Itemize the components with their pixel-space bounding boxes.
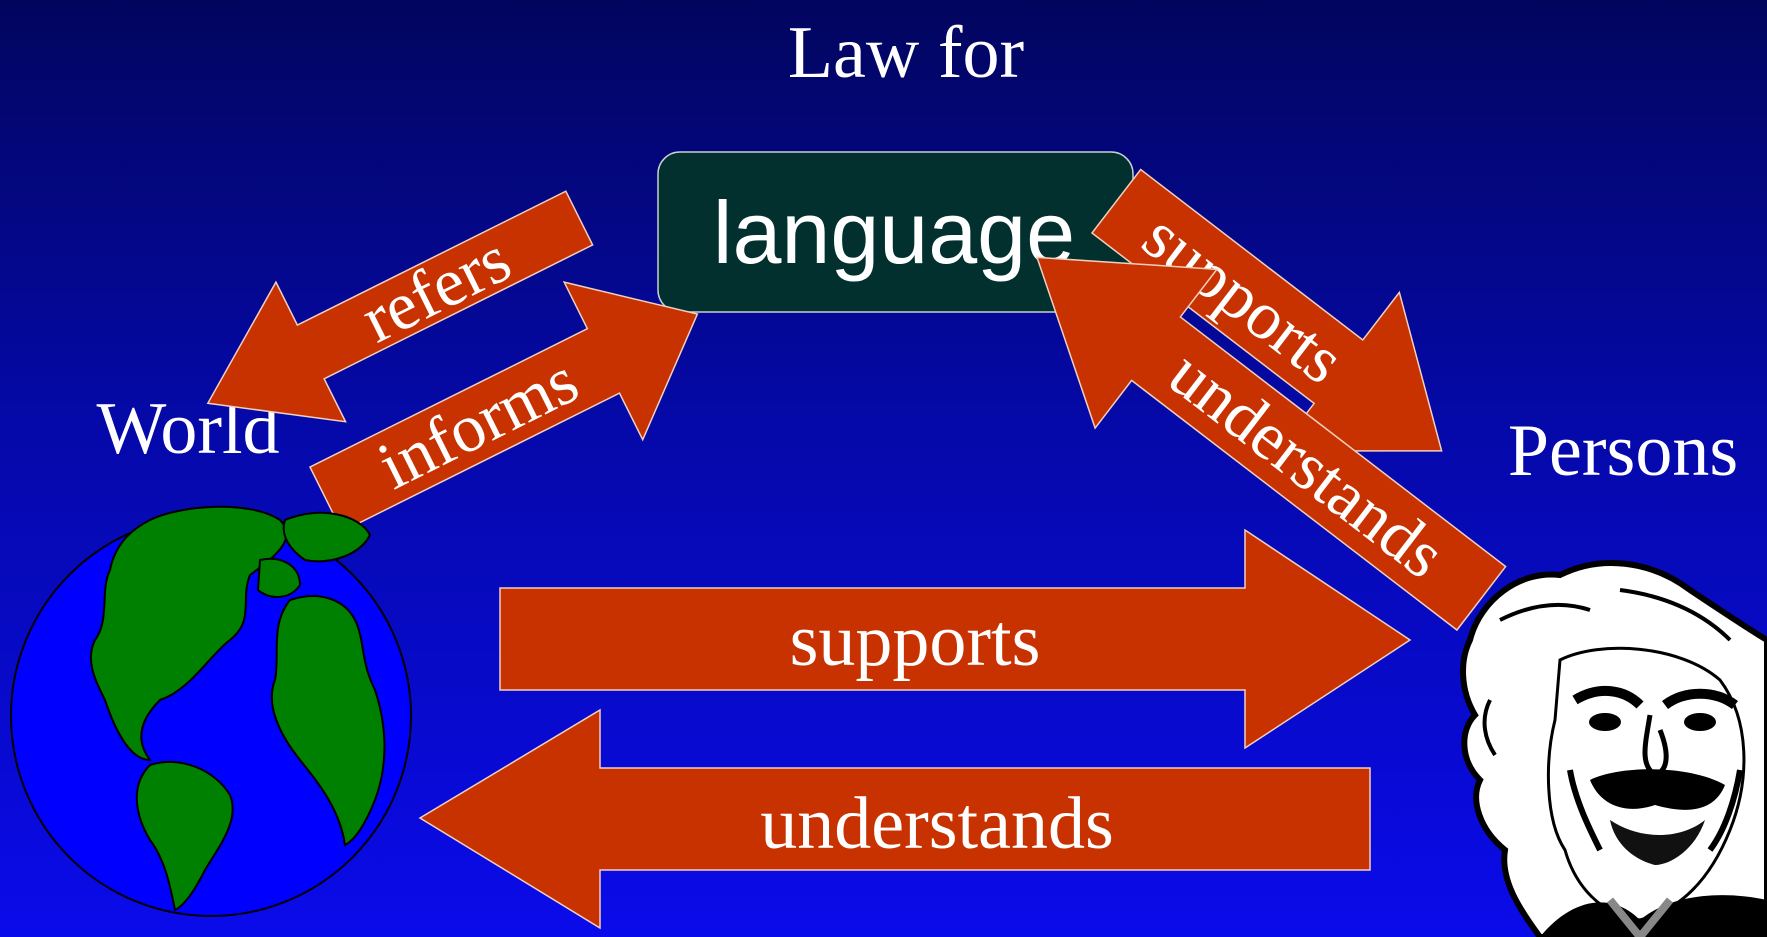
understands-bottom-arrow-label: understands xyxy=(760,783,1114,865)
supports-bottom-arrow-label: supports xyxy=(790,600,1041,682)
supports-bottom-arrow: supports xyxy=(499,528,1412,750)
persons-label: Persons xyxy=(1508,410,1738,492)
informs-arrow-label: informs xyxy=(366,341,589,503)
understands-bottom-arrow: understands xyxy=(418,708,1371,930)
language-node: language xyxy=(657,151,1134,313)
diagram-title: Law for xyxy=(788,12,1024,94)
refers-arrow-label: refers xyxy=(349,220,521,357)
language-label: language xyxy=(713,183,1075,282)
globe-icon xyxy=(10,505,412,917)
einstein-portrait-icon xyxy=(1460,560,1767,937)
